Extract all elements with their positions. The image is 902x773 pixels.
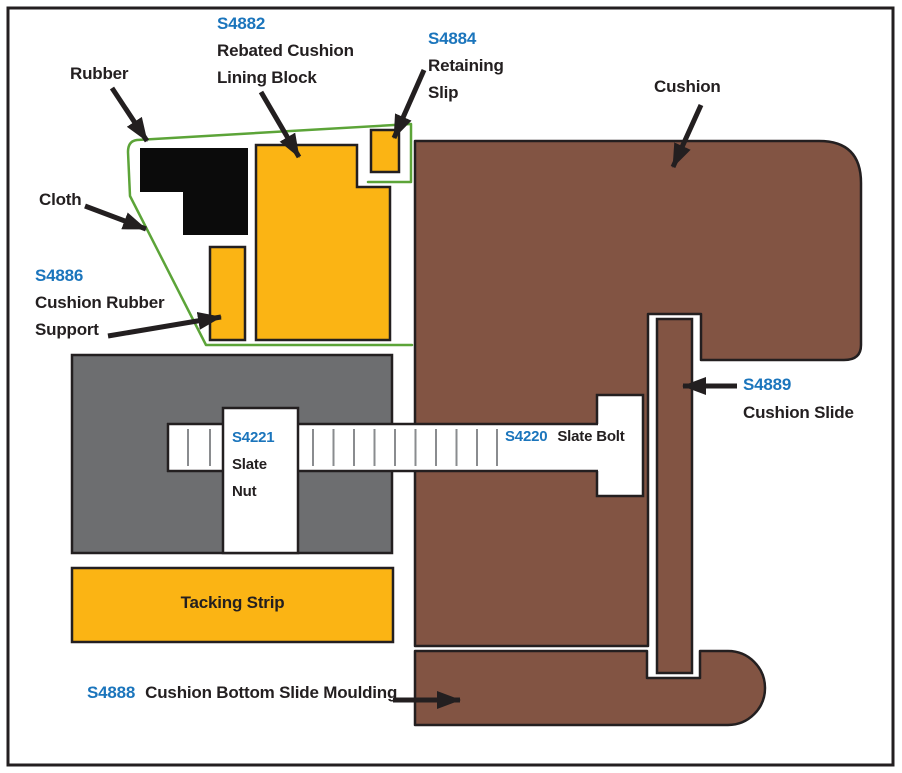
label-tacking-strip: Tacking Strip <box>72 589 393 616</box>
tacking-strip <box>70 566 395 644</box>
label-cushion-slide: S4889 Cushion Slide <box>743 371 854 427</box>
cloth-arrow <box>84 203 147 232</box>
label-cloth: Cloth <box>39 186 82 213</box>
part-name-line: Rubber <box>70 64 129 83</box>
rubber-arrow <box>109 86 150 143</box>
support-arrow <box>107 311 222 339</box>
lining-block-arrow <box>258 90 302 159</box>
part-number: S4221 <box>232 429 275 446</box>
cushion-bottom-slide-moulding <box>413 649 767 727</box>
rebated-cushion-lining-block <box>254 143 392 342</box>
part-name-line: Slate Bolt <box>557 428 625 445</box>
cushion-arrow <box>670 103 704 169</box>
cushion-rubber-support <box>208 245 247 342</box>
part-name-line: Cloth <box>39 190 82 209</box>
part-name-line: Nut <box>232 483 257 500</box>
label-cushion: Cushion <box>654 73 721 100</box>
part-name-line: Tacking Strip <box>180 593 285 612</box>
label-cushion-rubber-support: S4886 Cushion Rubber Support <box>35 262 165 343</box>
part-name-line: Rebated Cushion <box>217 41 354 60</box>
rubber-block <box>140 148 248 235</box>
cushion-body <box>413 139 863 648</box>
retaining-slip-arrow <box>391 68 427 140</box>
label-slate-bolt: S4220 Slate Bolt <box>505 427 625 447</box>
label-rubber: Rubber <box>70 60 129 87</box>
diagram-frame <box>6 6 895 767</box>
label-slate-nut: S4221 Slate Nut <box>232 424 275 505</box>
part-name-line: Support <box>35 320 99 339</box>
part-name-line: Cushion Bottom Slide Moulding <box>145 683 398 702</box>
part-number: S4884 <box>428 29 477 48</box>
cushion-slide <box>655 317 694 675</box>
cloth-outline <box>126 122 414 347</box>
slate-nut <box>221 406 300 555</box>
bolt-thread-ticks <box>187 429 498 466</box>
bolt-recess <box>595 393 645 498</box>
part-number: S4882 <box>217 14 266 33</box>
part-number: S4886 <box>35 266 84 285</box>
part-name-line: Retaining <box>428 56 504 75</box>
part-name-line: Cushion <box>654 77 721 96</box>
label-bottom-slide-moulding: S4888 Cushion Bottom Slide Moulding <box>87 679 397 706</box>
part-name-line: Cushion Rubber <box>35 293 165 312</box>
part-name-line: Slip <box>428 83 459 102</box>
part-name-line: Lining Block <box>217 68 317 87</box>
part-number: S4220 <box>505 428 548 445</box>
leader-arrows <box>84 68 737 709</box>
part-name-line: Cushion Slide <box>743 403 854 422</box>
label-lining-block: S4882 Rebated Cushion Lining Block <box>217 10 354 91</box>
part-number: S4888 <box>87 683 136 702</box>
part-number: S4889 <box>743 375 792 394</box>
label-retaining-slip: S4884 Retaining Slip <box>428 25 504 106</box>
part-name-line: Slate <box>232 456 267 473</box>
